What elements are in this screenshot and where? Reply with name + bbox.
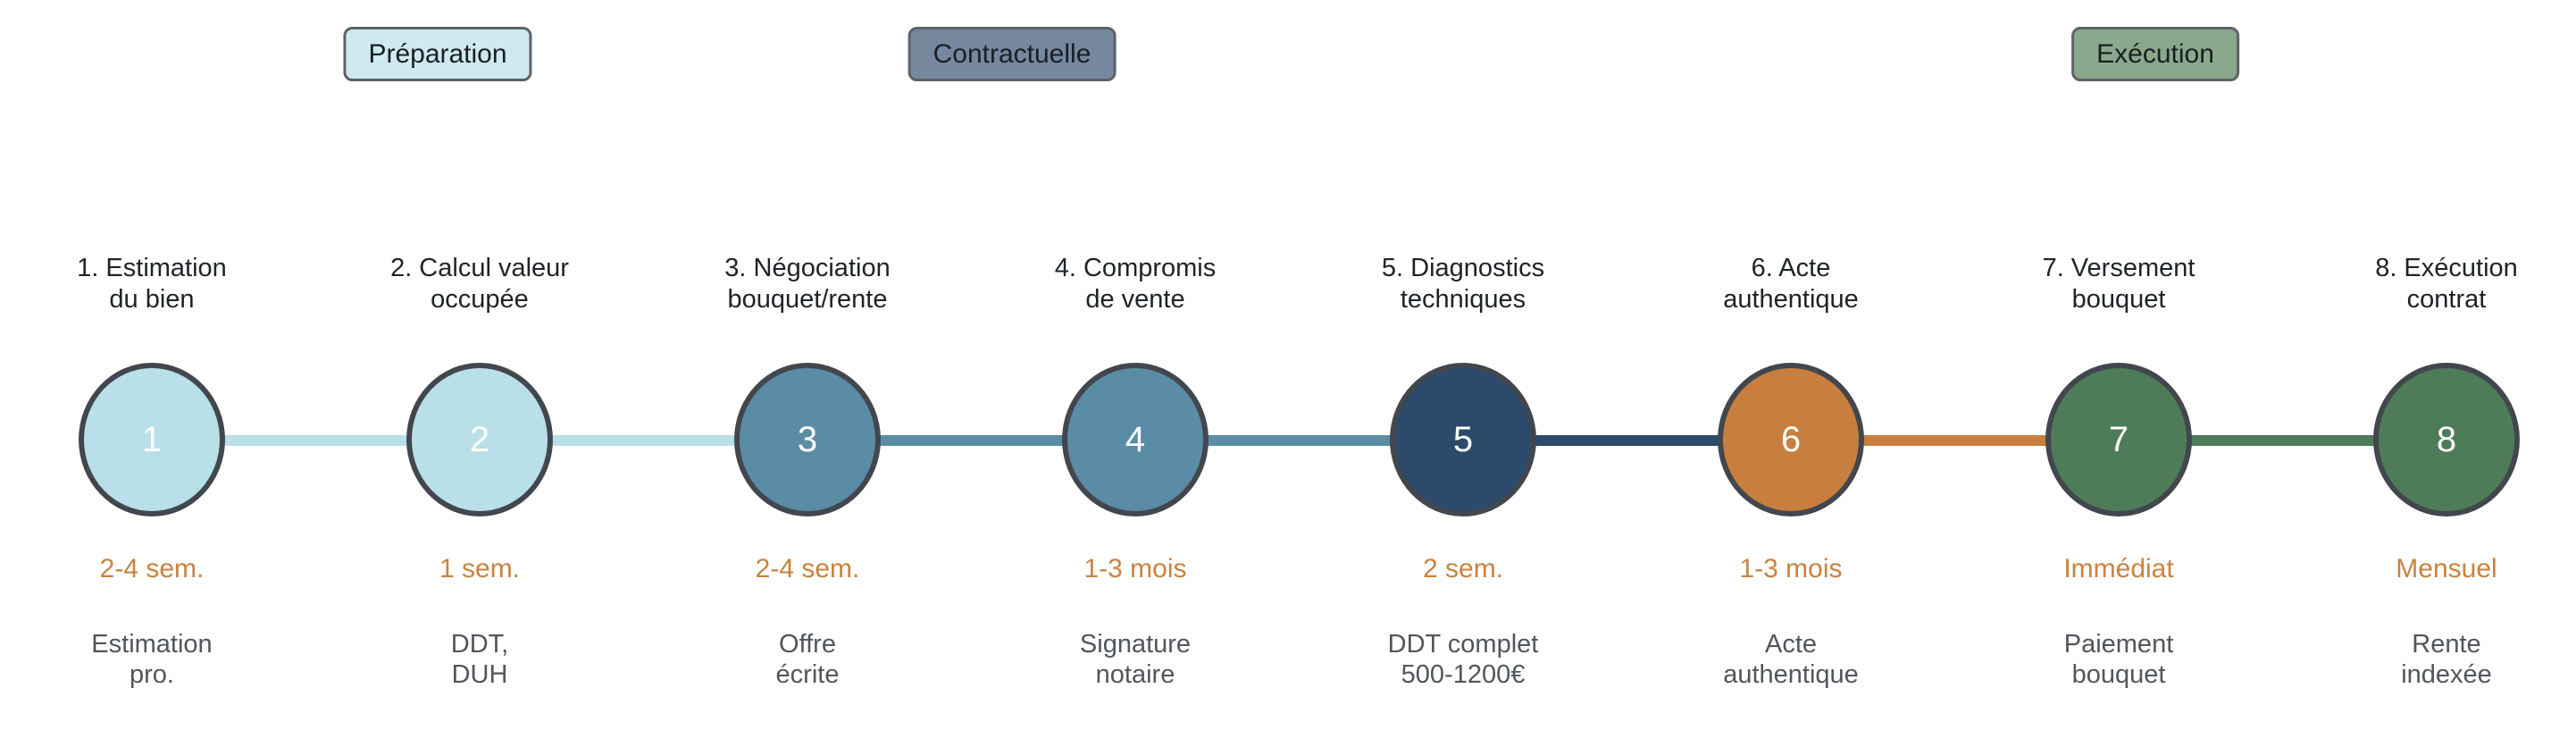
step-detail: Signature notaire	[972, 629, 1299, 690]
phase-badge-execution: Exécution	[2071, 27, 2239, 81]
step-detail-line2: DUH	[451, 660, 508, 689]
step-title-line1: 3. Négociation	[724, 254, 891, 282]
step-number: 3	[797, 420, 818, 459]
step-detail-line1: Acte	[1764, 630, 1818, 659]
step-title-line2: du bien	[109, 285, 195, 314]
timeline-segment-6-7	[1791, 435, 2120, 446]
step-title-line2: occupée	[431, 285, 529, 314]
step-detail: Rente indexée	[2283, 629, 2576, 690]
step-number: 1	[141, 420, 163, 459]
step-detail-line1: Offre	[779, 630, 836, 659]
step-detail-line2: notaire	[1095, 660, 1175, 689]
step-detail: Paiement bouquet	[1955, 629, 2282, 690]
step-title: 3. Négociation bouquet/rente	[644, 253, 971, 315]
step-title: 6. Acte authentique	[1627, 253, 1954, 315]
step-detail-line2: bouquet	[2071, 660, 2166, 689]
step-circle: 5	[1390, 363, 1536, 516]
step-title: 8. Exécution contrat	[2283, 253, 2576, 315]
step-title: 4. Compromis de vente	[972, 253, 1299, 315]
step-number: 6	[1780, 420, 1802, 459]
step-number: 2	[469, 420, 490, 459]
step-detail-line1: Paiement	[2063, 630, 2174, 659]
step-detail-line1: Signature	[1079, 630, 1192, 659]
step-duration: Immédiat	[2063, 554, 2174, 583]
step-title-line2: contrat	[2406, 285, 2487, 314]
step-circle: 3	[734, 363, 881, 516]
step-duration: 2-4 sem.	[99, 554, 205, 583]
timeline-segment-1-2	[152, 435, 481, 446]
step-title-line1: 8. Exécution	[2375, 254, 2518, 282]
step-detail-line2: pro.	[130, 660, 174, 689]
step-title-line1: 1. Estimation	[77, 254, 227, 282]
step-circle: 4	[1062, 363, 1209, 516]
step-title-line2: techniques	[1400, 285, 1526, 314]
step-detail: DDT complet 500-1200€	[1300, 629, 1627, 690]
step-title-line1: 6. Acte	[1751, 254, 1831, 282]
timeline-segment-5-6	[1463, 435, 1792, 446]
step-title-line2: de vente	[1085, 285, 1185, 314]
step-title: 1. Estimation du bien	[0, 253, 315, 315]
step-duration: 1-3 mois	[1083, 554, 1187, 583]
step-detail: Offre écrite	[644, 629, 971, 690]
step-title-line1: 2. Calcul valeur	[390, 254, 569, 282]
step-detail-line2: écrite	[775, 660, 840, 689]
step-detail: DDT, DUH	[316, 629, 643, 690]
step-duration: 1 sem.	[439, 554, 521, 583]
timeline-segment-4-5	[1135, 435, 1464, 446]
step-detail-line1: Rente	[2412, 630, 2481, 659]
step-title-line2: bouquet	[2071, 285, 2166, 314]
phase-badge-preparation: Préparation	[343, 27, 532, 81]
step-title: 5. Diagnostics techniques	[1300, 253, 1627, 315]
step-title-line1: 7. Versement	[2042, 254, 2195, 282]
step-number: 5	[1452, 420, 1474, 459]
step-circle: 6	[1718, 363, 1864, 516]
timeline-segment-2-3	[480, 435, 808, 446]
step-duration: Mensuel	[2396, 554, 2497, 583]
step-number: 8	[2436, 420, 2457, 459]
step-number: 7	[2108, 420, 2129, 459]
step-title-line1: 4. Compromis	[1054, 254, 1217, 282]
step-circle: 7	[2045, 363, 2192, 516]
step-detail-line2: authentique	[1723, 660, 1859, 689]
step-duration: 2 sem.	[1422, 554, 1504, 583]
step-detail-line1: DDT,	[450, 630, 509, 659]
step-title: 2. Calcul valeur occupée	[316, 253, 643, 315]
step-duration: 1-3 mois	[1739, 554, 1843, 583]
step-title-line1: 5. Diagnostics	[1381, 254, 1545, 282]
step-title: 7. Versement bouquet	[1955, 253, 2282, 315]
step-detail-line1: Estimation	[91, 630, 213, 659]
step-detail-line2: 500-1200€	[1401, 660, 1526, 689]
step-duration: 2-4 sem.	[755, 554, 860, 583]
step-circle: 8	[2373, 363, 2520, 516]
step-number: 4	[1125, 420, 1146, 459]
phase-badge-contractuelle: Contractuelle	[907, 27, 1117, 81]
step-detail-line1: DDT complet	[1387, 630, 1539, 659]
timeline-segment-3-4	[807, 435, 1136, 446]
step-title-line2: bouquet/rente	[727, 285, 888, 314]
step-detail: Acte authentique	[1627, 629, 1954, 690]
step-circle: 1	[79, 363, 225, 516]
step-detail: Estimation pro.	[0, 629, 315, 690]
step-circle: 2	[406, 363, 553, 516]
step-detail-line2: indexée	[2401, 660, 2492, 689]
timeline-segment-7-8	[2119, 435, 2447, 446]
step-title-line2: authentique	[1723, 285, 1859, 314]
